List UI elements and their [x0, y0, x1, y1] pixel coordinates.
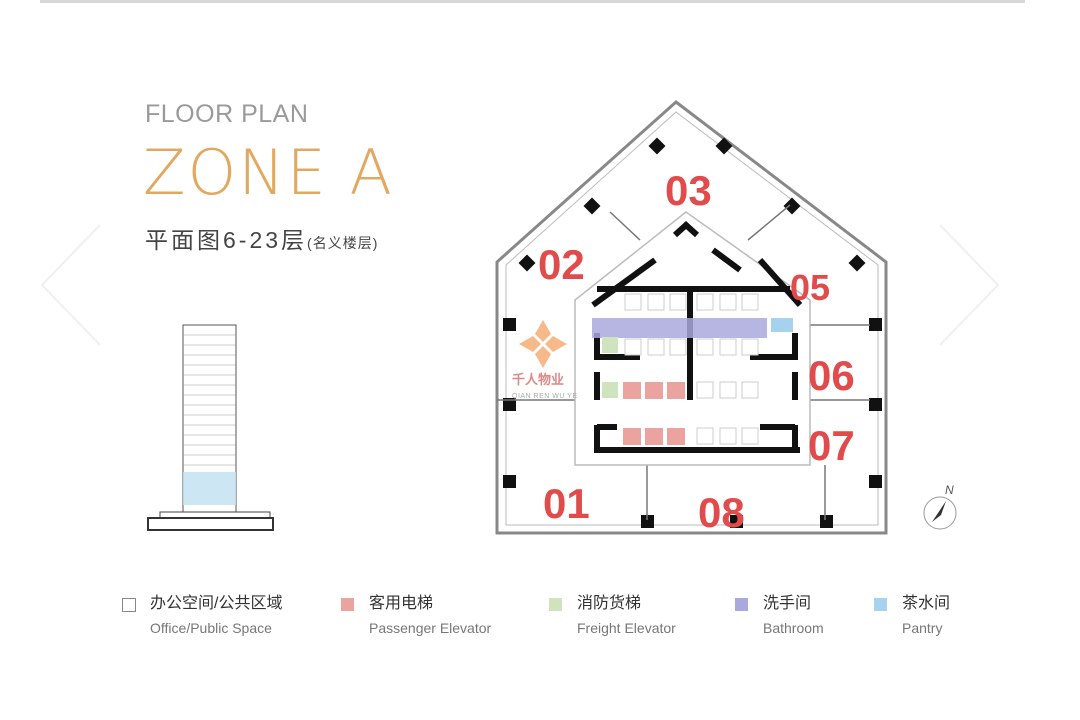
- legend-label-zh: 办公空间/公共区域: [150, 595, 283, 612]
- watermark-logo-icon: [519, 320, 567, 368]
- zone-label-03: 03: [665, 167, 712, 214]
- legend-swatch: [341, 598, 354, 611]
- legend-label-zh: 客用电梯: [369, 595, 434, 612]
- floor-plan-kicker: FLOOR PLAN: [145, 100, 309, 128]
- zone-label-02: 02: [538, 241, 585, 288]
- zone-label-05: 05: [790, 267, 830, 308]
- left-chevron-decoration: [40, 224, 101, 346]
- watermark-pinyin: QIAN REN WU YE: [512, 393, 578, 400]
- zone-label-01: 01: [543, 480, 590, 527]
- legend-label-zh: 茶水间: [902, 595, 951, 612]
- zone-label-07: 07: [808, 422, 855, 469]
- freight-elevator: [602, 382, 618, 398]
- legend-label-en: Pantry: [902, 620, 943, 636]
- legend-swatch: [122, 598, 136, 612]
- floor-range: 平面图6-23层: [145, 227, 308, 253]
- legend-label-en: Passenger Elevator: [369, 620, 492, 636]
- floor-range-subtitle: 平面图6-23层(名义楼层): [145, 226, 378, 257]
- zone-label-06: 06: [808, 352, 855, 399]
- passenger-elevators: [623, 382, 685, 445]
- legend-label-en: Office/Public Space: [150, 620, 272, 636]
- core-walls: [591, 220, 803, 453]
- bathroom-area: [592, 318, 767, 338]
- legend-label-en: Bathroom: [763, 620, 824, 636]
- legend-label-en: Freight Elevator: [577, 620, 676, 636]
- watermark-name: 千人物业: [512, 372, 565, 387]
- legend-label-zh: 洗手间: [763, 595, 812, 612]
- legend-swatch: [735, 598, 748, 611]
- zone-label-08: 08: [698, 489, 745, 536]
- legend-swatch: [549, 598, 562, 611]
- floor-note: (名义楼层): [307, 235, 379, 251]
- building-elevation-icon: [147, 324, 274, 531]
- north-arrow-icon: N: [923, 483, 957, 530]
- right-chevron-decoration: [939, 224, 1000, 346]
- top-divider: [40, 0, 1025, 3]
- freight-elevator: [602, 337, 618, 353]
- structural-columns: [503, 137, 882, 528]
- legend-swatch: [874, 598, 887, 611]
- pantry-area: [771, 318, 793, 332]
- north-label: N: [945, 483, 954, 497]
- legend-label-zh: 消防货梯: [577, 595, 642, 612]
- legend: 办公空间/公共区域 Office/Public Space 客用电梯 Passe…: [0, 594, 1080, 644]
- zone-title: ZONE A: [143, 136, 394, 209]
